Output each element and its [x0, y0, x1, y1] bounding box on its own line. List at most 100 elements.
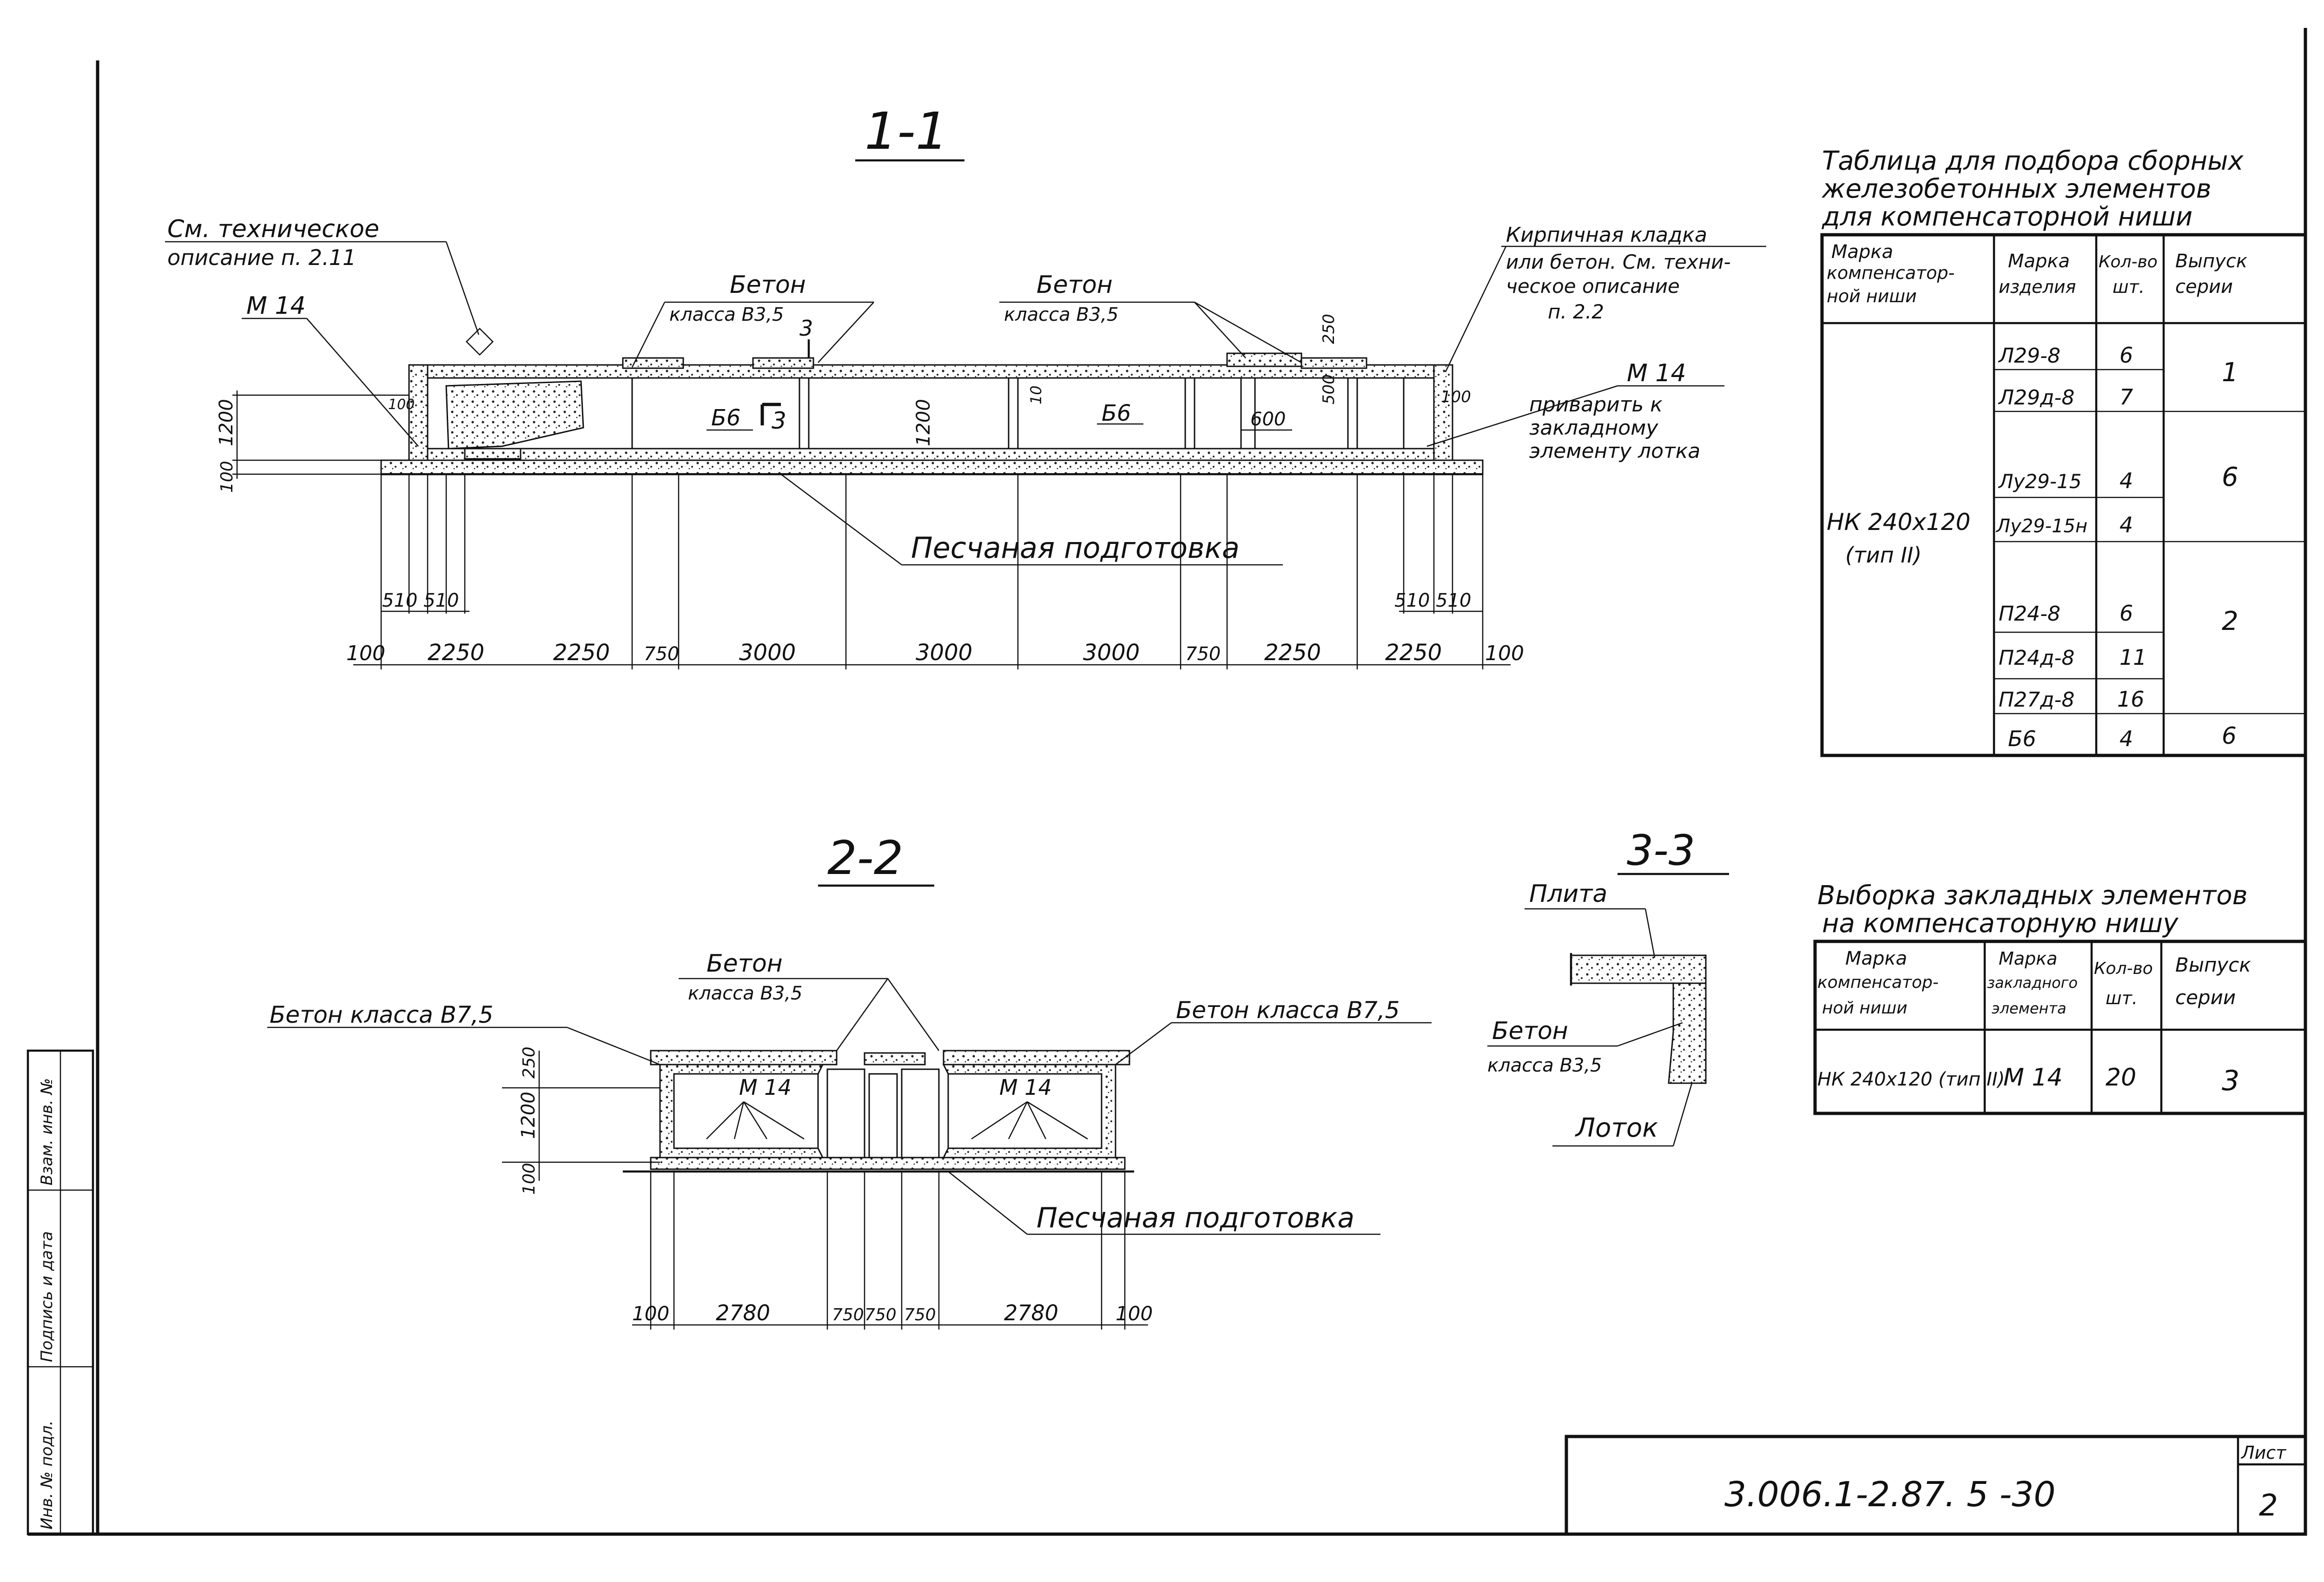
table1-series-0: 1: [2222, 357, 2238, 388]
table1-title-2: железобетонных элементов: [1821, 174, 2212, 204]
s11-weld-3: элементу лотка: [1529, 439, 1700, 463]
s11-masonry-4: п. 2.2: [1548, 300, 1604, 323]
table1-qty-0: 6: [2119, 343, 2133, 368]
s22-dim-3: 750: [865, 1305, 897, 1324]
s33-concrete-1: Бетон: [1492, 1017, 1568, 1045]
table1-niche-2: (тип II): [1845, 543, 1921, 568]
s22-m14-b: М 14: [999, 1075, 1052, 1100]
table1-item-4: П24-8: [1999, 602, 2060, 626]
s22-dim-0: 100: [632, 1302, 669, 1325]
s11-dim-0: 100: [346, 642, 385, 665]
s11-b6-a: Б6: [711, 405, 740, 431]
side-stamp-repl: Взам. инв. №: [38, 1078, 56, 1185]
table1-series-2: 2: [2222, 606, 2238, 636]
side-stamp-inv: Инв. № подл.: [38, 1420, 56, 1529]
s11-dim-3: 750: [644, 643, 679, 665]
s33-tray: Лоток: [1575, 1113, 1658, 1143]
stamp-sheet-label: Лист: [2240, 1443, 2287, 1463]
table1-h2b: изделия: [1999, 277, 2076, 297]
stamp-sheet-no: 2: [2259, 1489, 2278, 1523]
svg-text:3: 3: [799, 316, 813, 341]
table2-h1b: компенсатор-: [1817, 973, 1939, 992]
s11-dim-8: 2250: [1264, 640, 1321, 666]
s22-sand: Песчаная подготовка: [1037, 1202, 1354, 1234]
table1-series-1: 6: [2222, 462, 2238, 492]
table1-item-2: Лу29-15: [1998, 470, 2081, 493]
svg-text:600: 600: [1250, 409, 1286, 430]
table2-h2a: Марка: [1999, 948, 2057, 969]
table1-qty-3: 4: [2119, 512, 2133, 537]
s11-sand-bed: [380, 459, 1484, 475]
s22-dim-1: 2780: [716, 1300, 770, 1325]
s11-m14-left: М 14: [246, 292, 306, 320]
s11-weld-2: закладному: [1529, 416, 1658, 440]
s11-dim-1: 2250: [428, 640, 484, 666]
table1-qty-1: 7: [2119, 384, 2133, 410]
s11-masonry-2: или бетон. См. техни-: [1506, 251, 1731, 273]
svg-text:100: 100: [218, 461, 237, 493]
stamp-code: 3.006.1-2.87. 5 -30: [1724, 1475, 2055, 1515]
s11-concrete-1a: Бетон: [730, 271, 806, 299]
s11-b6-b: Б6: [1102, 400, 1131, 426]
s11-dim-9: 2250: [1385, 640, 1442, 666]
s22-dim-4: 750: [904, 1305, 936, 1324]
svg-text:100: 100: [388, 397, 415, 413]
svg-text:100: 100: [1441, 388, 1471, 406]
table1-h4b: серии: [2175, 276, 2233, 298]
svg-text:510 510: 510 510: [1394, 590, 1471, 611]
table2-h2c: элемента: [1992, 1000, 2067, 1017]
table2-h3b: шт.: [2106, 988, 2138, 1008]
table1-title-3: для компенсаторной ниши: [1822, 202, 2192, 232]
svg-text:100: 100: [520, 1163, 539, 1195]
s11-concrete-2b: класса В3,5: [1004, 304, 1119, 325]
s22-concrete-top-1: Бетон: [706, 950, 783, 978]
s33-concrete-2: класса В3,5: [1487, 1055, 1602, 1076]
table1-h2a: Марка: [2008, 251, 2070, 272]
table1-h1c: ной ниши: [1827, 286, 1917, 306]
title-block: 3.006.1-2.87. 5 -30 Лист 2: [1565, 1435, 2307, 1536]
s11-dim-7: 750: [1185, 643, 1221, 665]
section-3-3: 3-3 Плита Бетон класса В3,5 Лоток: [1487, 826, 1729, 1147]
s22-concrete-top-2: класса В3,5: [688, 983, 803, 1004]
table2-h4a: Выпуск: [2175, 953, 2251, 976]
table1-item-7: Б6: [2008, 726, 2036, 751]
s11-concrete-1b: класса В3,5: [669, 304, 784, 325]
svg-text:1200: 1200: [518, 1092, 539, 1139]
s11-masonry-3: ческое описание: [1506, 275, 1680, 298]
table2-title-1: Выборка закладных элементов: [1817, 880, 2248, 911]
s11-dim-4: 3000: [739, 640, 796, 666]
s22-concrete-left: Бетон класса В7,5: [270, 1001, 494, 1028]
table1-qty-2: 4: [2119, 468, 2133, 493]
table-embedded-elements: Выборка закладных элементов на компенсат…: [1813, 880, 2307, 1115]
s11-m14-right: М 14: [1627, 359, 1686, 387]
table2-h4b: серии: [2175, 986, 2236, 1009]
table1-h3a: Кол-во: [2099, 252, 2158, 271]
table2-item: М 14: [2003, 1064, 2063, 1092]
side-stamp: Инв. № подл. Подпись и дата Взам. инв. №: [26, 1049, 94, 1536]
table2-h3a: Кол-во: [2094, 959, 2153, 978]
s11-dim-2: 2250: [553, 640, 610, 666]
s11-weld-1: приварить к: [1529, 393, 1663, 417]
table1-qty-7: 4: [2119, 726, 2133, 751]
section-2-2: 2-2 М 14 М 14 Бетон: [267, 831, 1432, 1330]
section-3-3-title: 3-3: [1627, 826, 1695, 875]
s11-concrete-2a: Бетон: [1037, 271, 1113, 299]
s11-cut-mark: 3: [772, 407, 786, 434]
table1-title-1: Таблица для подбора сборных: [1822, 146, 2244, 176]
svg-text:250: 250: [1320, 314, 1338, 344]
s22-dim-6: 100: [1116, 1302, 1153, 1325]
s11-top-slab: [417, 364, 1442, 379]
svg-text:510 510: 510 510: [382, 590, 459, 611]
table1-item-1: Л29д-8: [1998, 386, 2074, 410]
table2-niche: НК 240х120 (тип II): [1817, 1069, 2005, 1090]
table1-item-3: Лу29-15н: [1995, 516, 2087, 537]
table2-series: 3: [2222, 1065, 2239, 1097]
s11-dim-6: 3000: [1083, 640, 1140, 666]
table1-h3b: шт.: [2113, 277, 2145, 297]
table2-h1a: Марка: [1845, 948, 1907, 969]
svg-text:250: 250: [520, 1046, 539, 1079]
s11-dim-10: 100: [1485, 642, 1524, 665]
s22-concrete-right: Бетон класса В7,5: [1176, 997, 1400, 1024]
table-elements-selection: Таблица для подбора сборных железобетонн…: [1820, 146, 2307, 757]
